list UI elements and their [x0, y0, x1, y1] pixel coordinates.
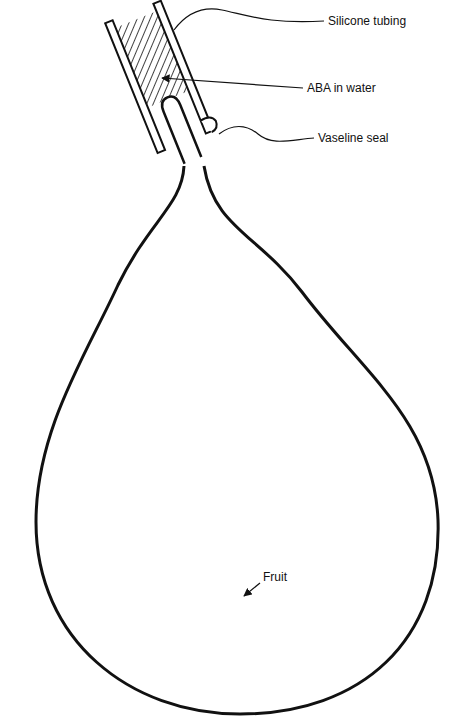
tube-wall [105, 20, 165, 153]
part-label: Vaseline seal [317, 131, 390, 145]
part-label: ABA in water [306, 81, 377, 95]
leader-line [174, 9, 324, 30]
leader-arrow [244, 583, 260, 596]
fruit-outline [36, 166, 438, 714]
part-label: Silicone tubing [327, 14, 407, 28]
tubing-assembly [105, 0, 226, 172]
vaseline-seal [200, 115, 219, 135]
part-label: Fruit [262, 570, 288, 584]
leader-arrow [162, 78, 303, 88]
leader-line [219, 127, 314, 142]
tube-wall [153, 1, 213, 134]
